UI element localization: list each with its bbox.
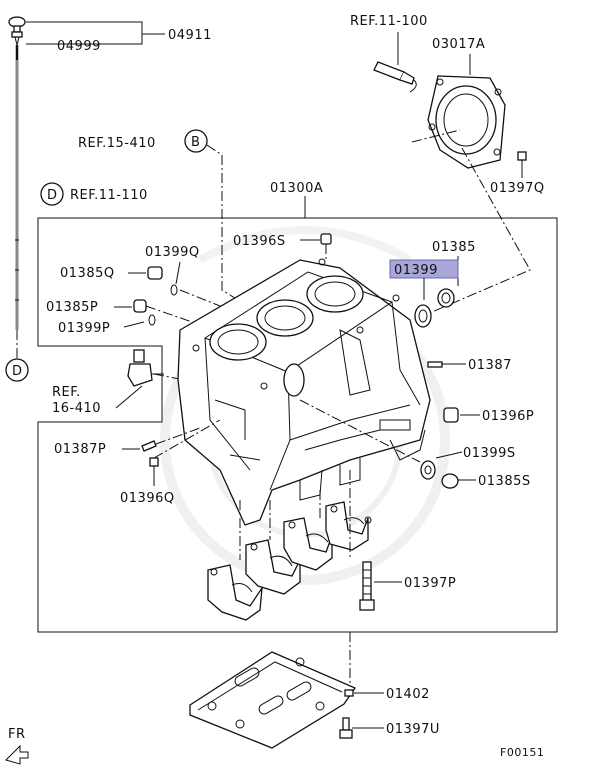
part-01300A-label[interactable]: 01300A <box>270 181 323 196</box>
ref-circle-d-top[interactable] <box>40 182 64 206</box>
sensor-16-410-drawing <box>127 349 164 387</box>
part-01399P-label[interactable]: 01399P <box>58 321 110 336</box>
plug-01385-drawing <box>437 288 455 308</box>
plug-01396P-drawing <box>443 407 459 423</box>
ref-16-410-dashline <box>153 373 211 386</box>
ref-circle-b-label: B <box>191 135 200 150</box>
leader-01399S <box>435 451 463 459</box>
plug-01385S-drawing <box>441 473 459 489</box>
ref-15-410-label[interactable]: REF.15-410 <box>78 136 156 151</box>
cylinder-block-drawing <box>177 258 431 526</box>
part-01385-label[interactable]: 01385 <box>432 240 476 255</box>
bolt-01397U-drawing <box>339 717 353 739</box>
plug-01385Q-drawing <box>147 266 178 296</box>
part-01399-highlight[interactable]: 01399 <box>389 259 459 279</box>
part-01399-label[interactable]: 01399 <box>394 263 438 278</box>
dipstick-drawing <box>8 16 26 360</box>
bolt-01397Q-drawing <box>517 151 527 170</box>
part-01399S-label[interactable]: 01399S <box>463 446 516 461</box>
part-01397Q-label[interactable]: 01397Q <box>490 181 545 196</box>
ref-16-410-label-line1[interactable]: REF. <box>52 385 81 400</box>
gasket-01399S-drawing <box>420 460 436 480</box>
part-01399Q-label[interactable]: 01399Q <box>145 245 200 260</box>
block-frame <box>37 217 558 633</box>
part-01402-label[interactable]: 01402 <box>386 687 430 702</box>
part-03017A-label[interactable]: 03017A <box>432 37 485 52</box>
part-04999-label[interactable]: 04999 <box>57 39 101 54</box>
dowel-01402-drawing <box>344 689 354 697</box>
leader-01399Q <box>175 261 181 285</box>
leader-04911 <box>26 21 165 45</box>
part-01396Q-label[interactable]: 01396Q <box>120 491 175 506</box>
pin-01387-drawing <box>427 361 443 368</box>
part-01385S-label[interactable]: 01385S <box>478 474 531 489</box>
rear-oil-seal-drawing <box>427 75 506 169</box>
part-01385Q-label[interactable]: 01385Q <box>60 266 115 281</box>
part-01396S-label[interactable]: 01396S <box>233 234 286 249</box>
right-dashline <box>299 399 421 463</box>
gasket-01399P-drawing <box>148 314 156 326</box>
leader-01399P <box>123 321 145 328</box>
part-01387P-label[interactable]: 01387P <box>54 442 106 457</box>
ref-circle-d-bottom-label: D <box>12 364 23 379</box>
pin-01387P-drawing <box>141 427 201 452</box>
part-01396P-label[interactable]: 01396P <box>482 409 534 424</box>
part-01385P-label[interactable]: 01385P <box>46 300 98 315</box>
front-direction-label: FR <box>8 727 26 742</box>
sealant-tube-drawing <box>373 61 417 93</box>
seal-to-block-dashline <box>411 129 531 319</box>
figure-id-label: F00151 <box>500 746 544 759</box>
ref-circle-d-bottom[interactable] <box>5 358 29 382</box>
front-arrow-icon <box>5 744 29 765</box>
part-01397U-label[interactable]: 01397U <box>386 722 440 737</box>
bearing-caps-drawing <box>207 501 372 621</box>
ref-16-410-label-line2[interactable]: 16-410 <box>52 401 101 416</box>
gasket-01399-drawing <box>414 304 432 328</box>
bolt-01397P-drawing <box>359 561 375 611</box>
ref-11-110-label[interactable]: REF.11-110 <box>70 188 148 203</box>
caps-dashline <box>239 490 321 560</box>
part-01397P-label[interactable]: 01397P <box>404 576 456 591</box>
bearing-beam-drawing <box>189 651 356 749</box>
part-01387-label[interactable]: 01387 <box>468 358 512 373</box>
ref-11-100-label[interactable]: REF.11-100 <box>350 14 428 29</box>
ref-circle-d-top-label: D <box>47 188 58 203</box>
ref-circle-b[interactable] <box>184 129 208 153</box>
plug-01396S-drawing <box>320 233 332 262</box>
part-04911-label[interactable]: 04911 <box>168 28 212 43</box>
leader-ref-16-410 <box>115 385 143 409</box>
